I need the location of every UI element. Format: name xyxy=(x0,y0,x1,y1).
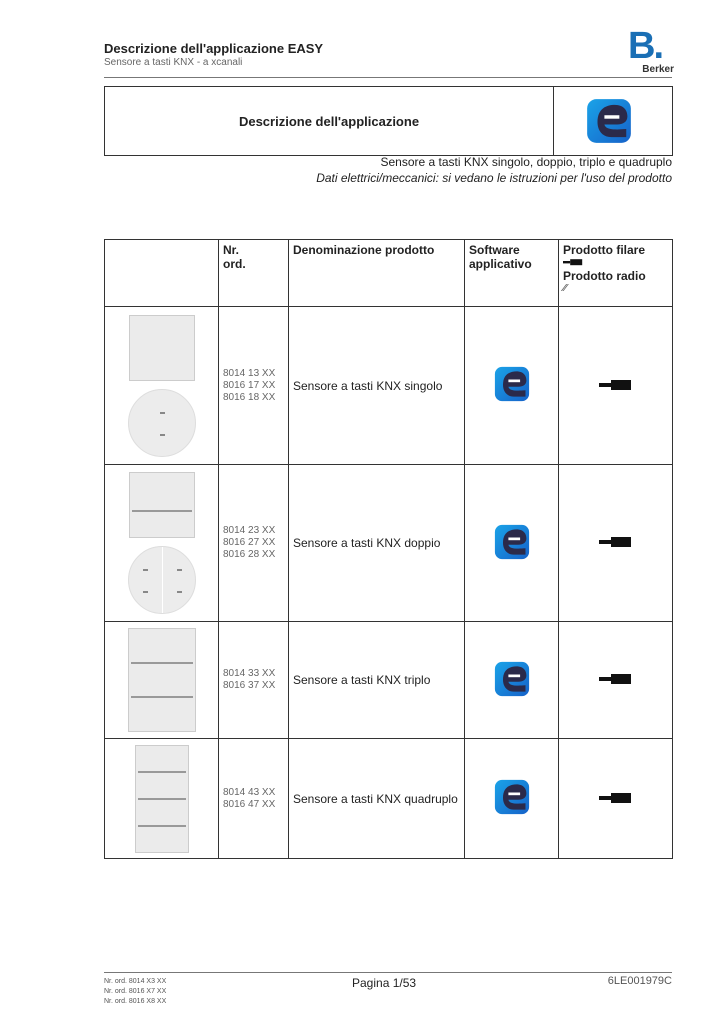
wired-label: Prodotto filare xyxy=(563,243,646,257)
document-title: Descrizione dell'applicazione EASY xyxy=(104,41,324,56)
wired-icon xyxy=(598,537,633,547)
page-number: Pagina 1/53 xyxy=(352,976,417,990)
easy-app-icon xyxy=(586,98,632,144)
berker-logo: B. Berker xyxy=(628,25,674,78)
type-cell xyxy=(558,464,673,622)
product-image-double xyxy=(104,464,219,622)
wired-icon xyxy=(598,674,633,684)
title-box: Descrizione dell'applicazione xyxy=(104,86,673,156)
type-cell xyxy=(558,306,673,465)
product-name: Sensore a tasti KNX singolo xyxy=(288,306,465,465)
header-nr: Nr. ord. xyxy=(218,239,289,307)
software-cell xyxy=(464,306,559,465)
type-cell xyxy=(558,738,673,859)
product-image-quadruple xyxy=(104,738,219,859)
box-title: Descrizione dell'applicazione xyxy=(105,87,554,155)
header-image xyxy=(104,239,219,307)
easy-app-icon xyxy=(494,524,530,560)
radio-icon: ⁄⁄ xyxy=(563,283,567,294)
software-cell xyxy=(464,738,559,859)
document-subtitle: Sensore a tasti KNX - a xcanali xyxy=(104,57,243,68)
software-cell xyxy=(464,621,559,739)
product-data-note: Dati elettrici/meccanici: si vedano le i… xyxy=(316,171,672,185)
document-code: 6LE001979C xyxy=(607,975,672,987)
product-image-triple xyxy=(104,621,219,739)
type-cell xyxy=(558,621,673,739)
table-header-row: Nr. ord. Denominazione prodotto Software… xyxy=(104,239,673,307)
product-image-single xyxy=(104,306,219,465)
radio-label: Prodotto radio xyxy=(563,269,646,283)
product-name: Sensore a tasti KNX triplo xyxy=(288,621,465,739)
product-name: Sensore a tasti KNX quadruplo xyxy=(288,738,465,859)
header-divider xyxy=(104,77,672,78)
wired-icon xyxy=(598,379,633,390)
easy-app-icon xyxy=(494,661,530,697)
footer-divider xyxy=(104,972,672,973)
header-name: Denominazione prodotto xyxy=(288,239,465,307)
product-name: Sensore a tasti KNX doppio xyxy=(288,464,465,622)
header-type: Prodotto filare Prodotto radio ⁄⁄ xyxy=(558,239,673,307)
product-description: Sensore a tasti KNX singolo, doppio, tri… xyxy=(380,155,672,169)
logo-mark: B. xyxy=(628,25,664,67)
product-table: Nr. ord. Denominazione prodotto Software… xyxy=(104,239,673,859)
easy-app-icon xyxy=(494,779,530,815)
wired-icon xyxy=(598,792,633,803)
header-software: Software applicativo xyxy=(464,239,559,307)
wired-icon xyxy=(563,259,626,266)
software-cell xyxy=(464,464,559,622)
easy-app-icon xyxy=(494,366,530,402)
logo-text: Berker xyxy=(642,64,674,75)
